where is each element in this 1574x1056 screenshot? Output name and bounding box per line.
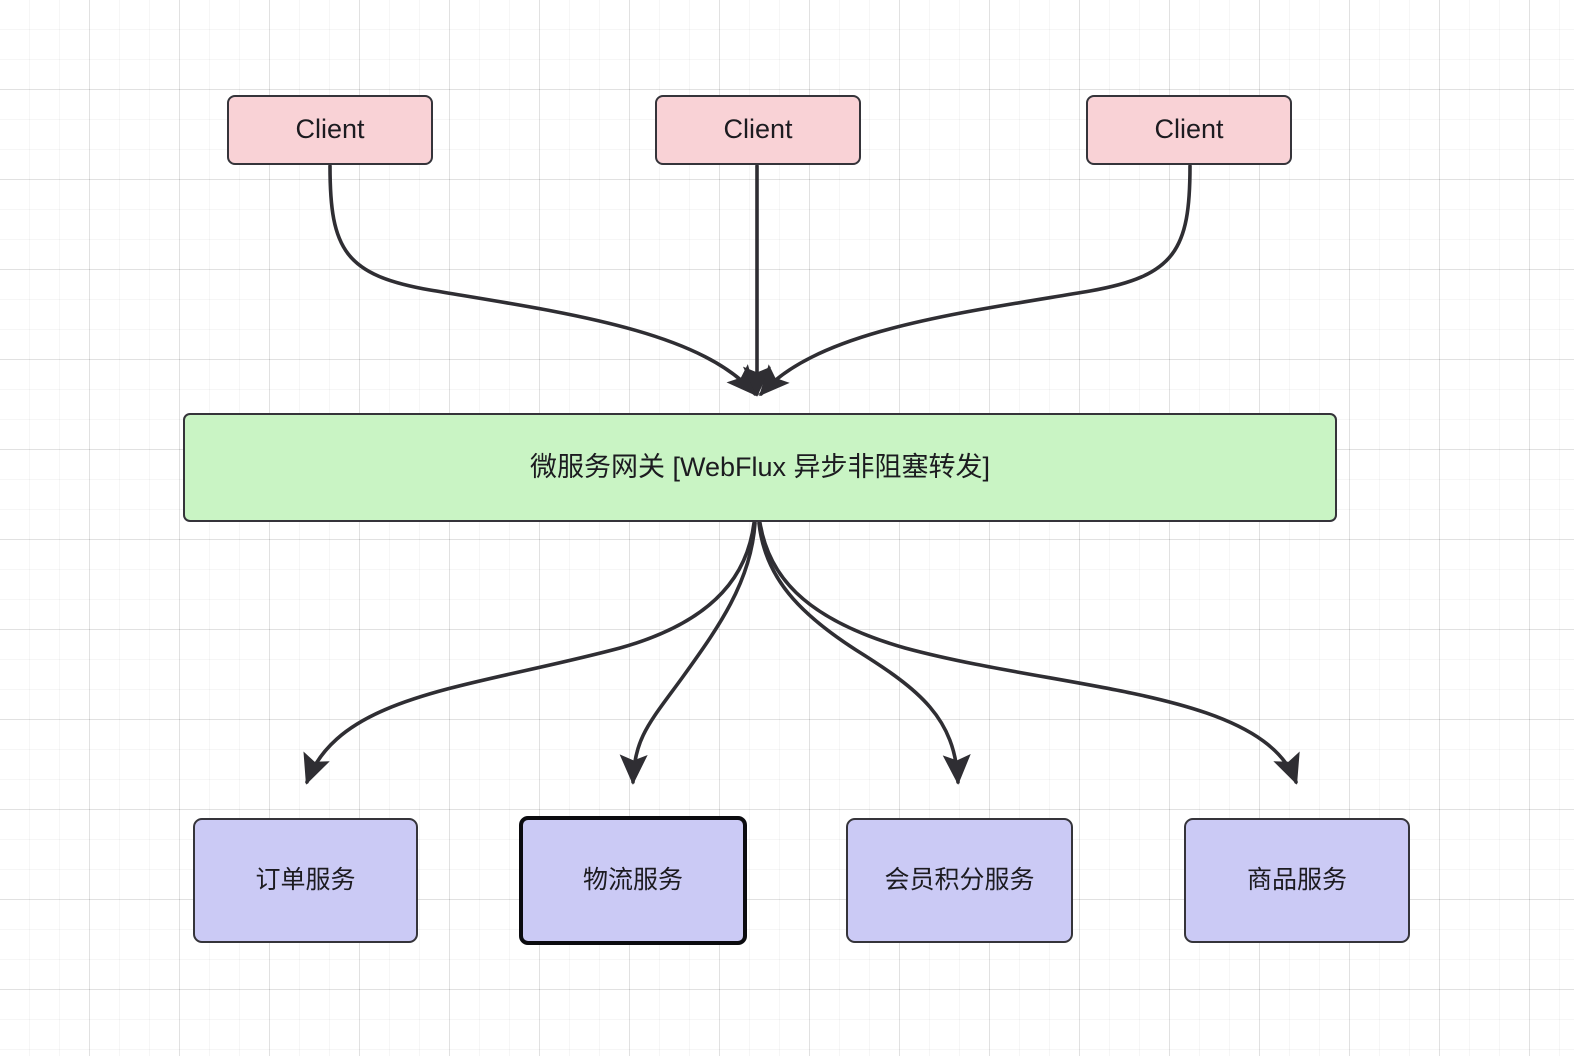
node-service-order[interactable]: 订单服务 bbox=[193, 818, 418, 943]
node-service-product[interactable]: 商品服务 bbox=[1184, 818, 1410, 943]
node-client-3[interactable]: Client bbox=[1086, 95, 1292, 165]
edge-gateway-logistics bbox=[619, 521, 757, 785]
edge-gateway-order bbox=[303, 521, 756, 785]
node-gateway[interactable]: 微服务网关 [WebFlux 异步非阻塞转发] bbox=[183, 413, 1337, 522]
node-label: 商品服务 bbox=[1246, 865, 1347, 894]
node-label: 会员积分服务 bbox=[884, 865, 1035, 894]
edge-gateway-points bbox=[757, 521, 971, 785]
node-label: Client bbox=[295, 114, 365, 145]
edge-client1-gateway bbox=[328, 164, 757, 397]
node-label: Client bbox=[723, 114, 793, 145]
node-label: 物流服务 bbox=[582, 865, 683, 894]
edge-client3-gateway bbox=[759, 164, 1192, 397]
edge-gateway-product bbox=[758, 521, 1300, 785]
node-label: 微服务网关 [WebFlux 异步非阻塞转发] bbox=[529, 451, 991, 482]
node-service-logistics[interactable]: 物流服务 bbox=[519, 816, 747, 945]
node-label: Client bbox=[1154, 114, 1224, 145]
node-client-1[interactable]: Client bbox=[227, 95, 433, 165]
node-service-points[interactable]: 会员积分服务 bbox=[846, 818, 1073, 943]
node-label: 订单服务 bbox=[255, 865, 356, 894]
node-client-2[interactable]: Client bbox=[655, 95, 861, 165]
